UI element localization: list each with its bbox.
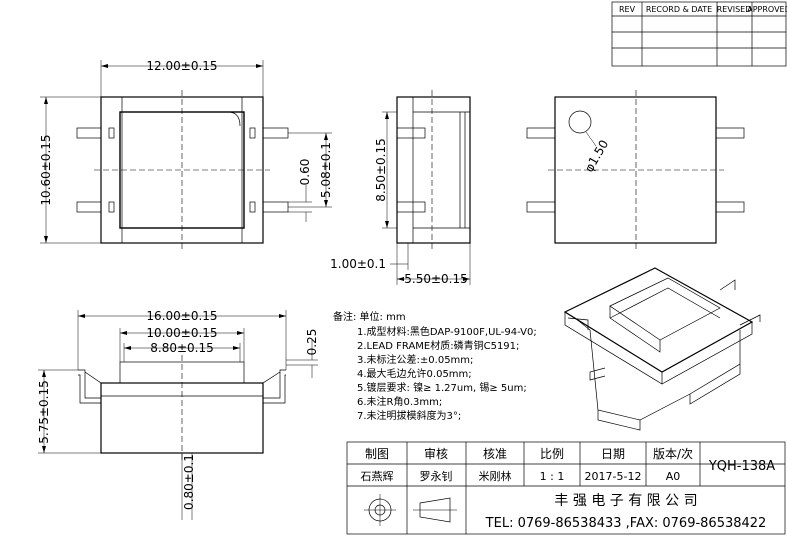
note-2: 2.LEAD FRAME材质:磷青铜C5191; bbox=[357, 339, 519, 352]
note-3: 3.未标注公差:±0.05mm; bbox=[357, 353, 473, 366]
drafter-value: 石燕辉 bbox=[361, 470, 394, 483]
title-block: 制图 审核 核准 比例 日期 版本/次 石燕辉 罗永钊 米刚林 1 : 1 20… bbox=[346, 441, 786, 535]
front-view-dimensions: 16.00±0.15 10.00±0.15 8.80±0.15 0.25 5.7… bbox=[37, 309, 319, 520]
top-view bbox=[76, 90, 289, 250]
front-inner-label: 8.80±0.15 bbox=[150, 341, 214, 355]
approver-value: 米刚林 bbox=[479, 469, 512, 483]
top-height-label: 10.60±0.15 bbox=[39, 134, 53, 205]
note-7: 7.未注明拔模斜度为3°; bbox=[357, 409, 461, 422]
approved-header: APPROVED bbox=[747, 5, 787, 14]
date-value: 2017-5-12 bbox=[585, 470, 642, 483]
drafter-header: 制图 bbox=[365, 447, 389, 461]
company-name: 丰 强 电 子 有 限 公 司 bbox=[554, 493, 697, 509]
projection-symbol-icon bbox=[364, 494, 457, 526]
pin-pitch-label: 5.08±0.1 bbox=[319, 142, 333, 198]
bottom-view: φ1.50 bbox=[526, 90, 745, 250]
note-5: 5.镀层要求: 镍≥ 1.27um, 锡≥ 5um; bbox=[357, 381, 527, 394]
version-header: 版本/次 bbox=[653, 447, 693, 461]
pin-width-label: 0.60 bbox=[298, 159, 312, 186]
note-4: 4.最大毛边允许0.05mm; bbox=[357, 367, 472, 380]
isometric-view bbox=[563, 267, 761, 431]
side-height-label: 8.50±0.15 bbox=[374, 138, 388, 202]
revision-table: REV RECORD & DATE REVISED APPROVED bbox=[611, 1, 787, 67]
front-pin-thickness-label: 0.80±0.1 bbox=[182, 454, 196, 510]
part-number: YQH-138A bbox=[708, 459, 775, 474]
top-view-dimensions: 12.00±0.15 10.60±0.15 5.08±0.1 0.60 bbox=[39, 59, 333, 244]
notes-title: 备注: 单位: mm bbox=[333, 310, 406, 323]
side-view bbox=[396, 90, 471, 250]
revised-header: REVISED bbox=[717, 5, 752, 14]
front-height-label: 5.75±0.15 bbox=[37, 380, 51, 444]
scale-header: 比例 bbox=[540, 447, 564, 461]
front-view bbox=[78, 355, 286, 460]
front-body-label: 10.00±0.15 bbox=[146, 326, 217, 340]
notes: 备注: 单位: mm 1.成型材料:黑色DAP-9100F,UL-94-V0; … bbox=[333, 310, 537, 422]
record-date-header: RECORD & DATE bbox=[646, 5, 712, 14]
side-offset-label: 1.00±0.1 bbox=[330, 257, 386, 271]
side-view-dimensions: 8.50±0.15 1.00±0.1 5.50±0.15 bbox=[330, 111, 471, 286]
checker-header: 审核 bbox=[424, 446, 448, 461]
approver-header: 核准 bbox=[483, 447, 507, 461]
version-value: A0 bbox=[666, 470, 681, 483]
rev-header: REV bbox=[619, 5, 636, 14]
company-contact: TEL: 0769-86538433 ,FAX: 0769-86538422 bbox=[485, 516, 767, 531]
checker-value: 罗永钊 bbox=[420, 469, 453, 483]
scale-value: 1 : 1 bbox=[540, 470, 565, 483]
front-overall-label: 16.00±0.15 bbox=[146, 309, 217, 323]
front-step-label: 0.25 bbox=[305, 329, 319, 356]
top-width-label: 12.00±0.15 bbox=[146, 59, 217, 73]
side-depth-label: 5.50±0.15 bbox=[404, 272, 468, 286]
date-header: 日期 bbox=[601, 447, 625, 461]
note-1: 1.成型材料:黑色DAP-9100F,UL-94-V0; bbox=[357, 325, 537, 338]
note-6: 6.未注R角0.3mm; bbox=[357, 395, 442, 408]
